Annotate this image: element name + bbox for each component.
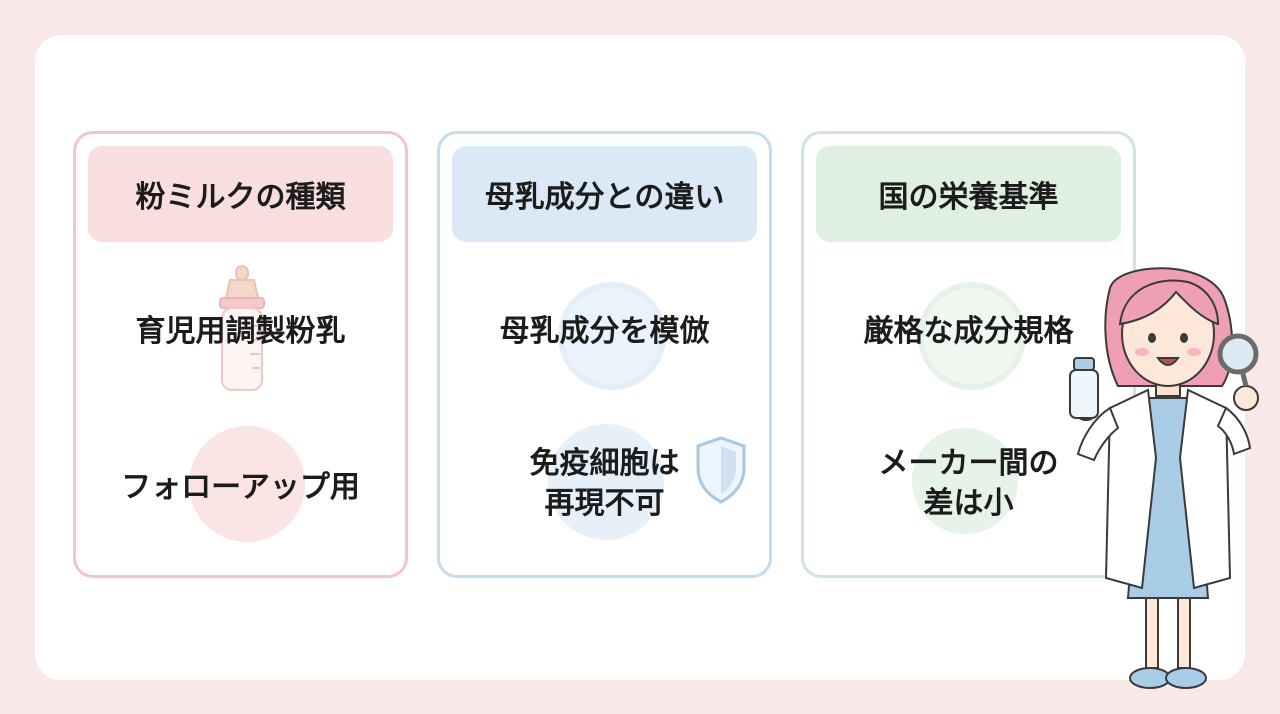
list-item: メーカー間の 差は小 — [878, 446, 1059, 521]
doctor-illustration — [1069, 267, 1259, 689]
baby-bottle-icon — [219, 265, 265, 391]
list-item: 育児用調製粉乳 — [135, 314, 346, 349]
card-national-standards: 国の栄養基準 厳格な成分規格 メーカー間の 差は小 — [801, 131, 1136, 578]
card-title: 母乳成分との違い — [452, 146, 757, 242]
list-item: 厳格な成分規格 — [863, 314, 1074, 349]
decor-circle — [912, 428, 1018, 534]
decor-circle — [189, 426, 305, 542]
decor-circle — [548, 424, 664, 540]
decor-circle — [558, 282, 666, 390]
card-breastmilk-difference: 母乳成分との違い 母乳成分を模倣 免疫細胞は 再現不可 — [437, 131, 772, 578]
card-formula-types: 粉ミルクの種類 育児用調製粉乳 フォローアップ用 — [73, 131, 408, 578]
list-item: 免疫細胞は 再現不可 — [529, 446, 680, 521]
card-title: 国の栄養基準 — [816, 146, 1121, 242]
shield-icon — [696, 436, 746, 504]
list-item: フォローアップ用 — [121, 470, 360, 505]
card-title: 粉ミルクの種類 — [88, 146, 393, 242]
list-item: 母乳成分を模倣 — [499, 314, 710, 349]
decor-circle — [918, 282, 1026, 390]
